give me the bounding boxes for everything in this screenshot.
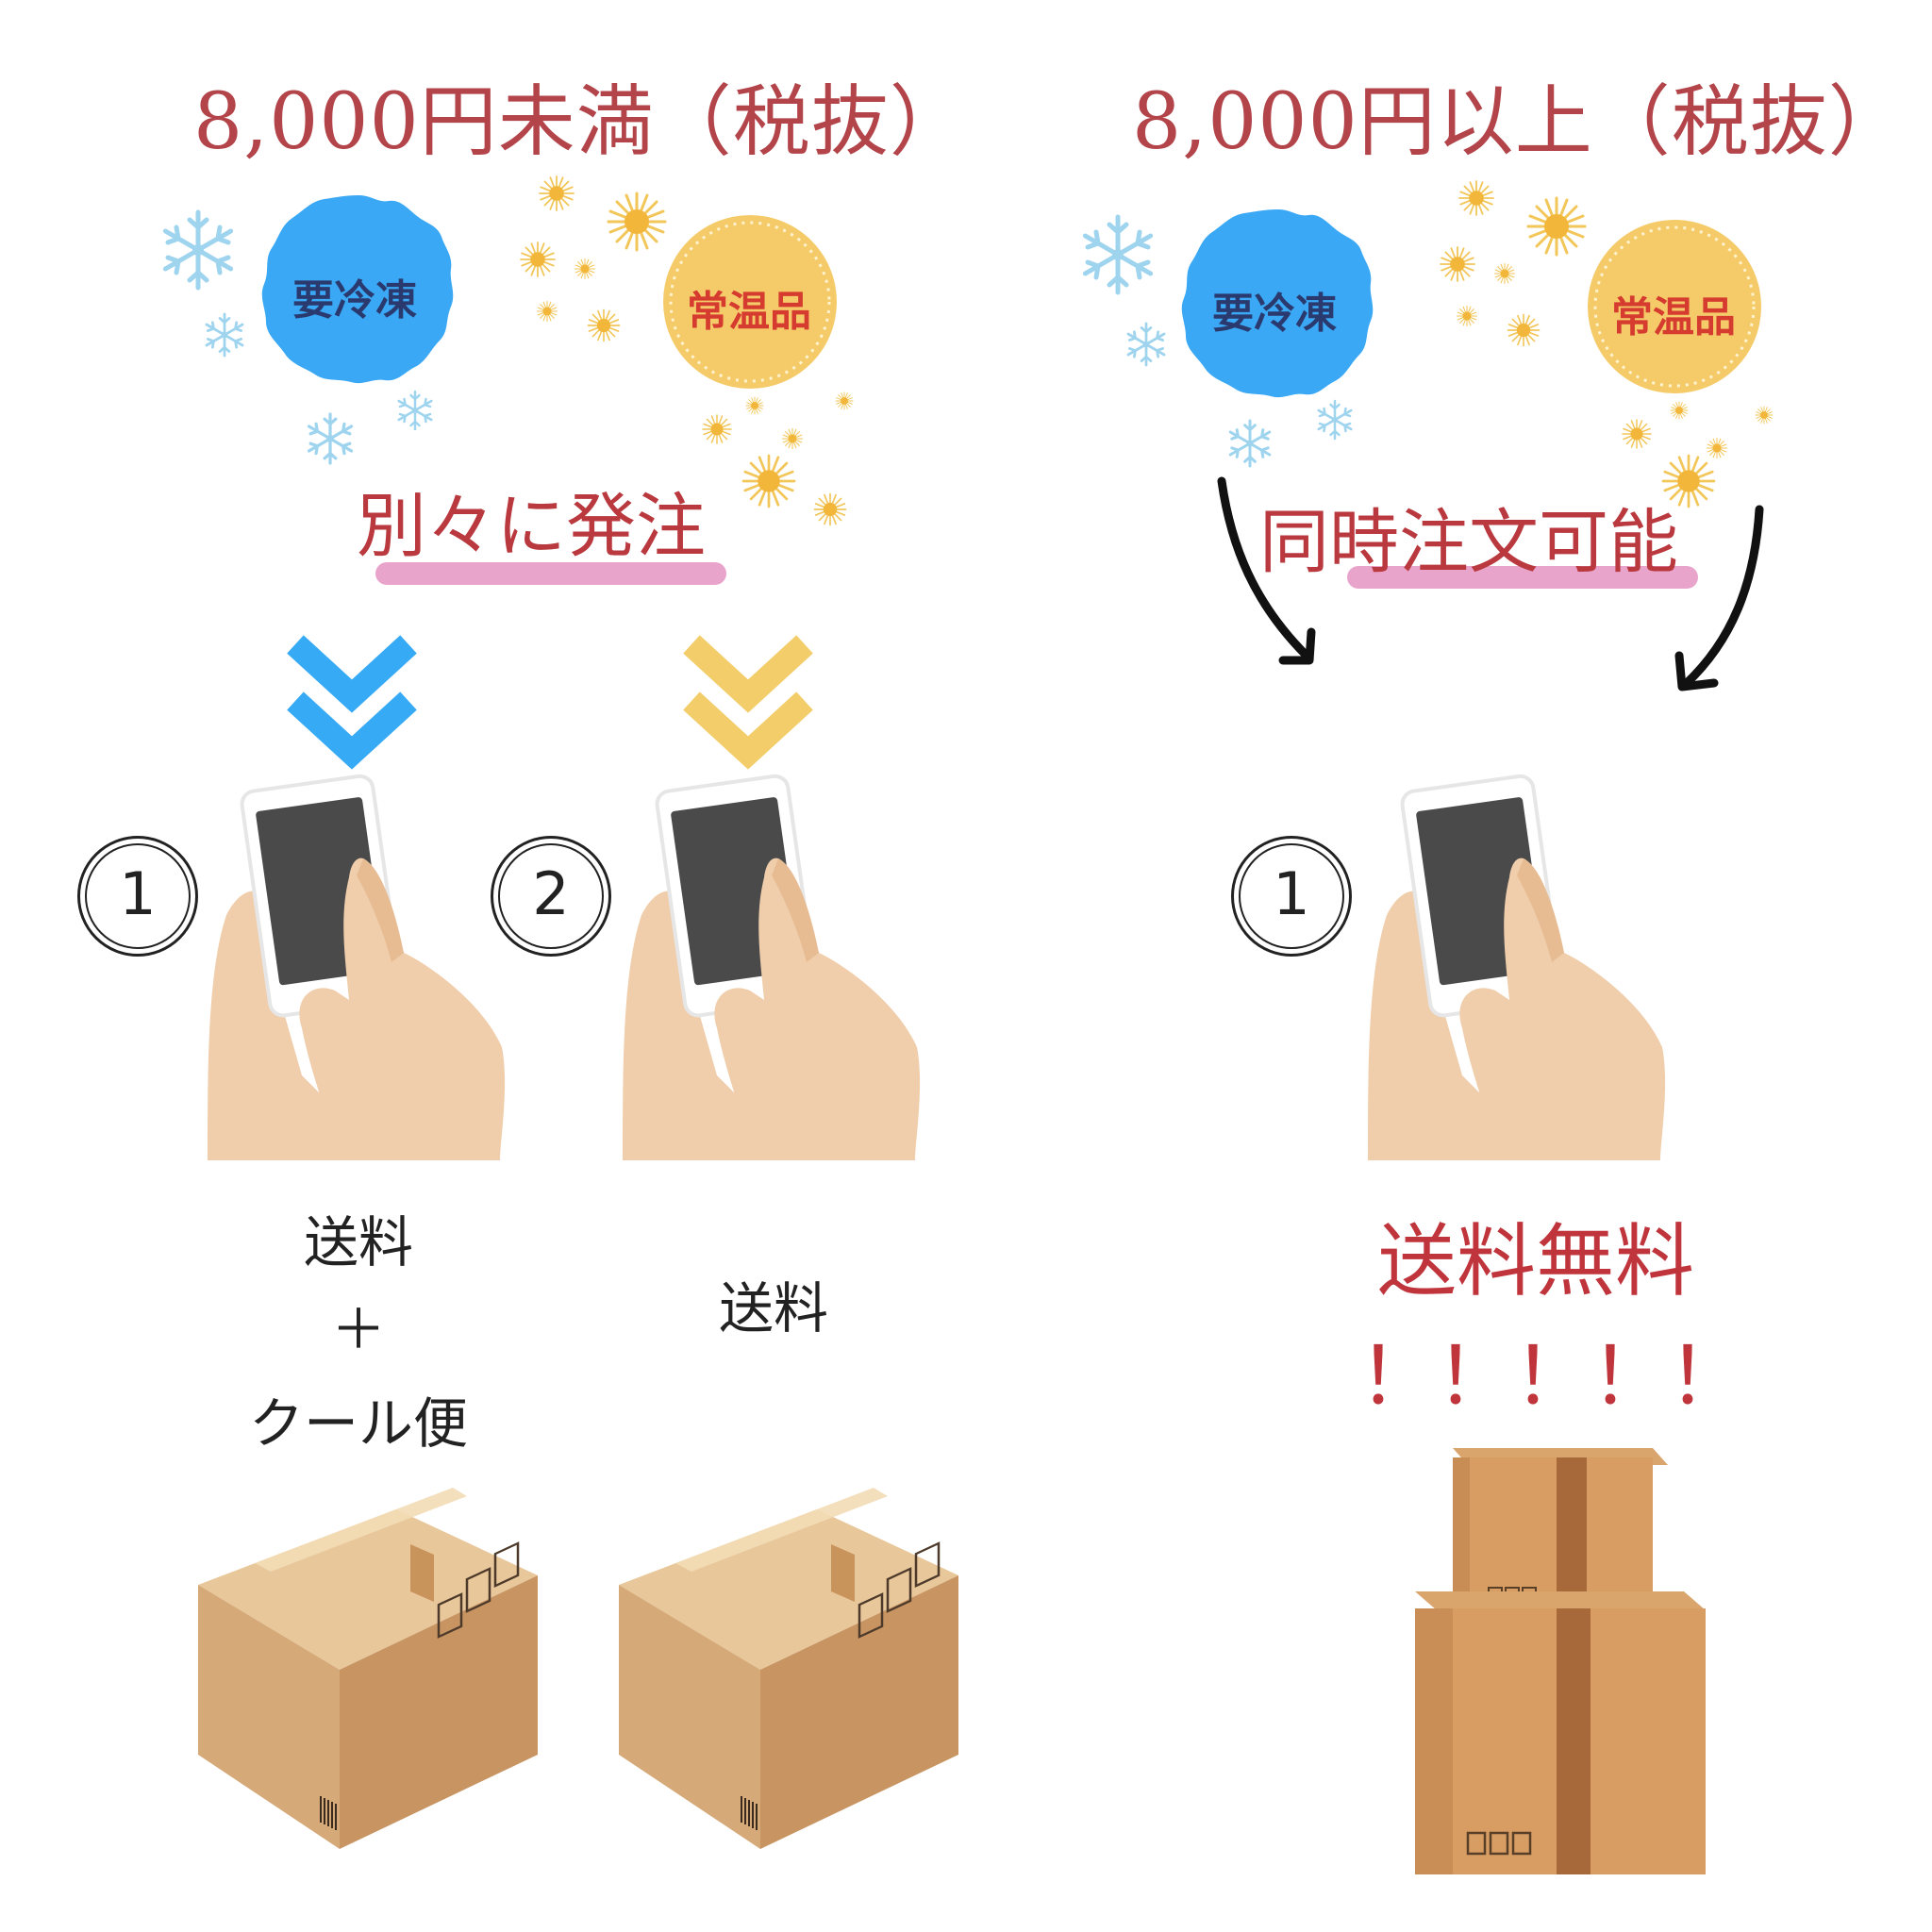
curved-arrow-icon (1217, 476, 1316, 665)
frozen-label: 要冷凍 (1212, 290, 1337, 338)
smartphone-hand-icon (206, 773, 508, 1160)
curved-arrow-icon (1674, 505, 1764, 691)
right-highlight (1347, 566, 1698, 589)
left-decoration (142, 175, 854, 526)
cardboard-box-icon (619, 1486, 960, 1851)
heading-under-8000: 8,000円未満（税抜） (193, 77, 968, 167)
free-shipping: 送料無料 (1377, 1215, 1695, 1307)
order-number-1: 1 (1231, 836, 1352, 957)
order-number-2: 2 (491, 836, 611, 957)
heading-8000-or-more: 8,000円以上（税抜） (1132, 77, 1907, 167)
shipping-1-line-3: クール便 (248, 1391, 468, 1456)
shipping-2: 送料 (718, 1276, 828, 1341)
frozen-label: 要冷凍 (292, 276, 417, 325)
cardboard-box-stack-icon (1415, 1448, 1706, 1874)
smartphone-hand-icon (621, 773, 923, 1160)
left-highlight (375, 562, 726, 585)
chevron-down-icon (683, 635, 813, 770)
right-decoration (1061, 180, 1774, 508)
ambient-badge (663, 215, 837, 389)
ambient-label: 常温品 (687, 288, 811, 336)
shipping-1-line-2: ＋ (330, 1297, 386, 1361)
exclamations: ！！！！！ (1358, 1330, 1747, 1423)
smartphone-hand-icon (1366, 773, 1668, 1160)
right-note: 同時注文可能 (1259, 502, 1678, 583)
order-number-1: 1 (77, 836, 198, 957)
left-note: 別々に発注 (357, 486, 706, 567)
frozen-badge (261, 195, 454, 384)
ambient-label: 常温品 (1611, 293, 1736, 341)
shipping-1-line-1: 送料 (303, 1210, 413, 1274)
chevron-down-icon (287, 635, 417, 770)
cardboard-box-icon (198, 1486, 540, 1851)
